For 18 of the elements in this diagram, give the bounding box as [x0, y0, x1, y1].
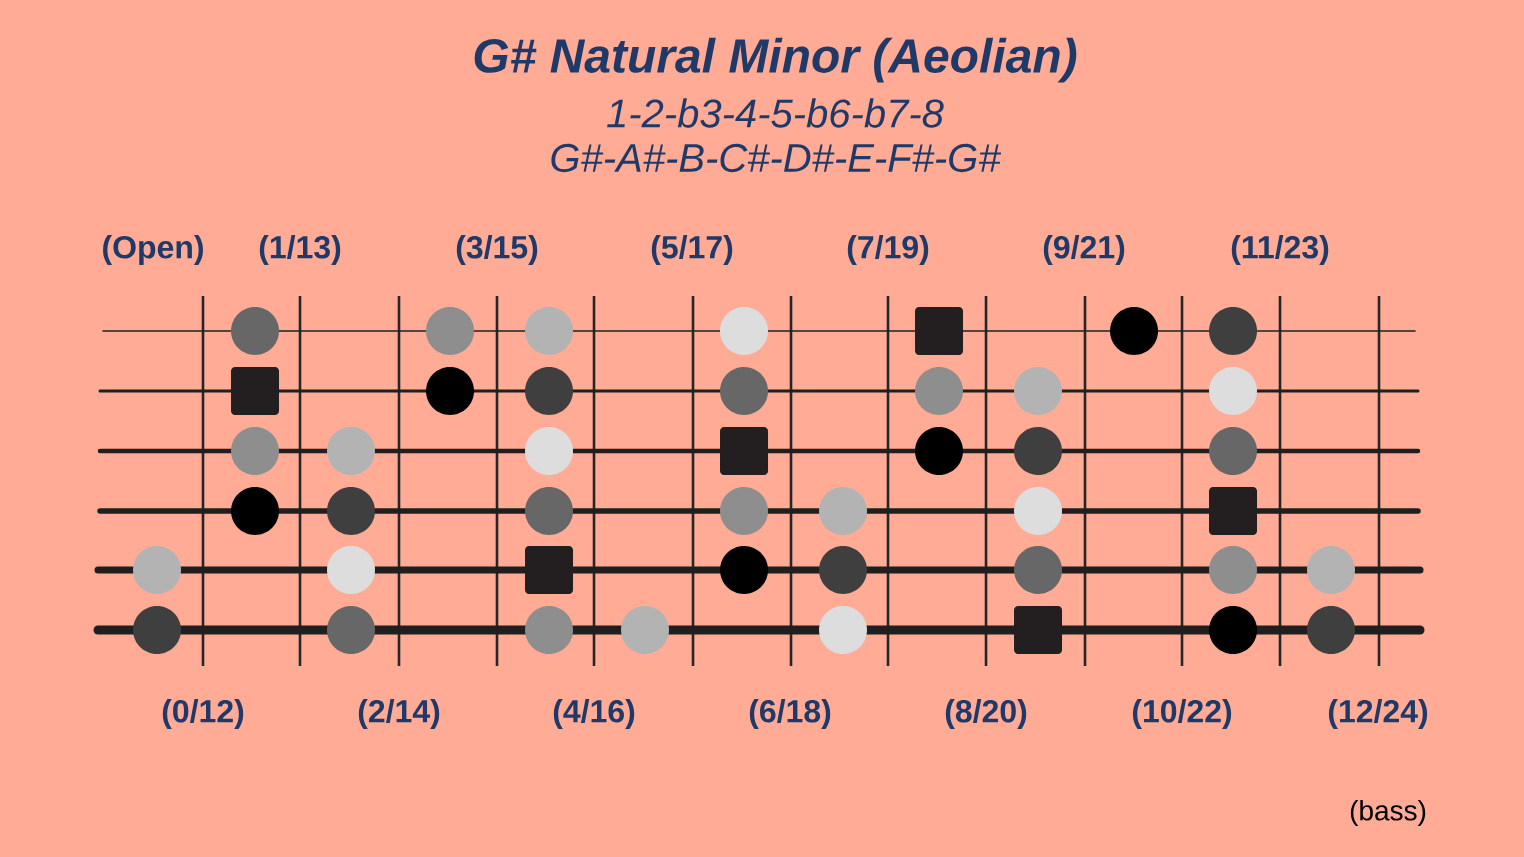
- fret-number: (8/20): [945, 699, 1027, 729]
- fret-number: (1/13): [259, 235, 341, 265]
- fret-number: (4/16): [553, 699, 635, 729]
- fret-number: (12/24): [1328, 699, 1428, 729]
- fret-number: (3/15): [456, 235, 538, 265]
- fret-number: (5/17): [651, 235, 733, 265]
- fret-number: (11/23): [1231, 235, 1329, 265]
- note-text: (bass): [1350, 799, 1426, 827]
- title: G# Natural Minor (Aeolian): [474, 37, 1077, 83]
- scale-subtitle: 1-2-b3-4-5-b6-b7-8: [607, 98, 944, 128]
- fret-number: (7/19): [847, 235, 929, 265]
- fret-number: (0/12): [162, 699, 244, 729]
- fret-number: (10/22): [1132, 699, 1232, 729]
- scale-subtitle: G#-A#-B-C#-D#-E-F#-G#: [551, 143, 1001, 173]
- fret-number: (Open): [103, 235, 203, 265]
- fret-number: (2/14): [358, 699, 440, 729]
- fret-number: (6/18): [749, 699, 831, 729]
- fret-number: (9/21): [1043, 235, 1125, 265]
